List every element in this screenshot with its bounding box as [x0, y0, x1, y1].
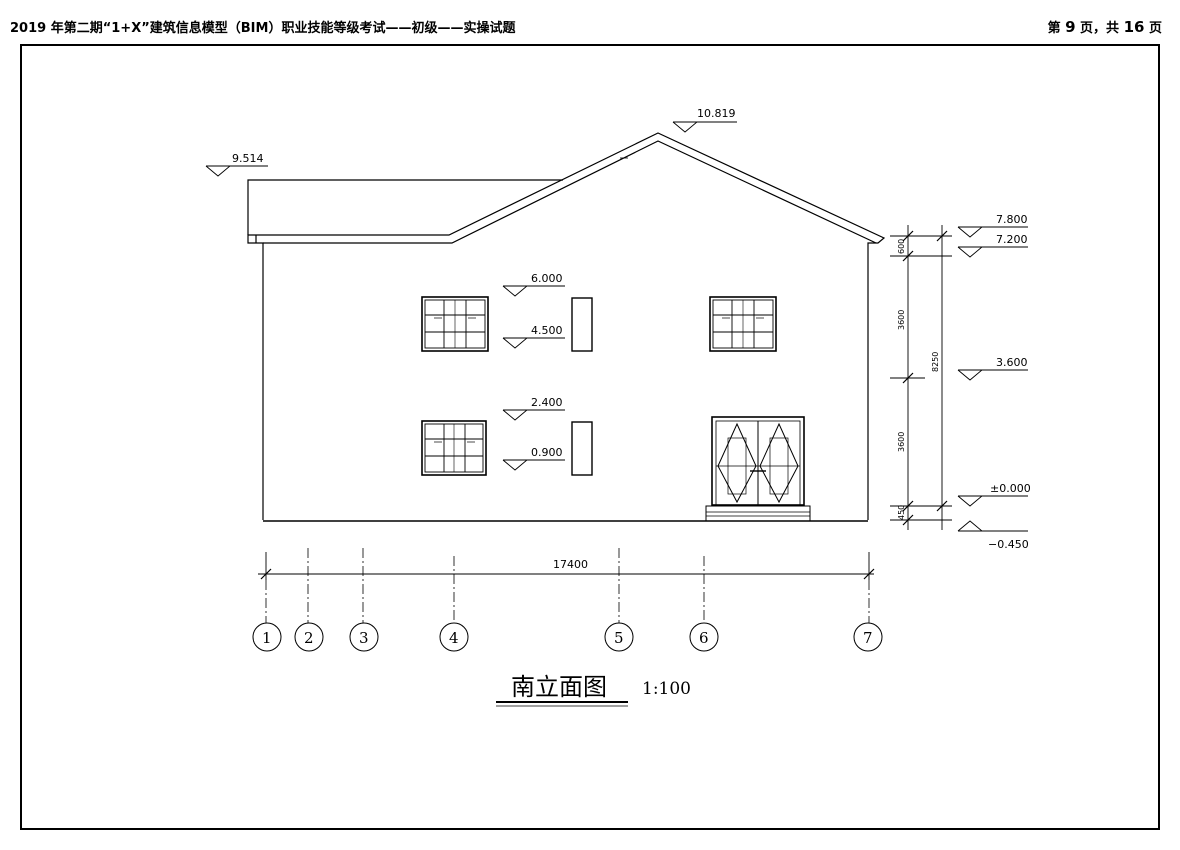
drawing-title: 南立面图: [511, 673, 607, 701]
elev-ridge: 10.819: [697, 107, 736, 120]
elev-4500: 4.500: [531, 324, 563, 337]
entrance-door: [705, 416, 811, 521]
dim-total-width: 17400: [553, 558, 588, 571]
elev-7800: 7.800: [996, 213, 1028, 226]
elev-neg0450: −0.450: [988, 538, 1029, 551]
window-lower-left: [421, 420, 487, 476]
narrow-window-lower: [571, 421, 593, 476]
exam-title: 2019 年第二期“1+X”建筑信息模型（BIM）职业技能等级考试——初级——实…: [10, 21, 516, 36]
axis-label-2: 2: [304, 629, 314, 647]
page-indicator: 第 9 页，共 16 页: [1048, 17, 1162, 36]
dim-450: 450: [897, 505, 906, 520]
elev-6000: 6.000: [531, 272, 563, 285]
axis-label-5: 5: [614, 629, 624, 647]
page-total: 16: [1123, 18, 1145, 36]
elev-0000: ±0.000: [990, 482, 1031, 495]
axis-label-3: 3: [359, 629, 369, 647]
dim-3600-lower: 3600: [897, 432, 906, 452]
drawing-frame: [20, 44, 1160, 830]
elevation-markers: [205, 121, 737, 471]
bottom-dimension-line: [258, 552, 875, 580]
elev-2400: 2.400: [531, 396, 563, 409]
elev-0900: 0.900: [531, 446, 563, 459]
axis-label-1: 1: [262, 629, 272, 647]
building-outline: [247, 132, 886, 522]
page-suffix: 页: [1144, 21, 1162, 36]
drawing-scale: 1:100: [642, 679, 691, 699]
window-upper-right: [709, 296, 777, 352]
elev-3600: 3.600: [996, 356, 1028, 369]
dim-600: 600: [897, 239, 906, 254]
dim-8250: 8250: [931, 352, 940, 372]
right-dimension-system: [890, 225, 1028, 532]
axis-grid: [252, 548, 883, 652]
page-header: 2019 年第二期“1+X”建筑信息模型（BIM）职业技能等级考试——初级——实…: [0, 0, 1180, 40]
elev-7200: 7.200: [996, 233, 1028, 246]
narrow-window-upper: [571, 297, 593, 352]
page-prefix: 第: [1047, 21, 1066, 36]
axis-label-4: 4: [449, 629, 459, 647]
dim-3600-upper: 3600: [897, 310, 906, 330]
page-number: 9: [1065, 18, 1076, 36]
axis-label-7: 7: [863, 629, 873, 647]
elev-low-roof: 9.514: [232, 152, 264, 165]
axis-label-6: 6: [699, 629, 709, 647]
page-middle: 页，共: [1075, 21, 1124, 36]
window-upper-left: [421, 296, 489, 352]
title-underline: [496, 701, 628, 707]
